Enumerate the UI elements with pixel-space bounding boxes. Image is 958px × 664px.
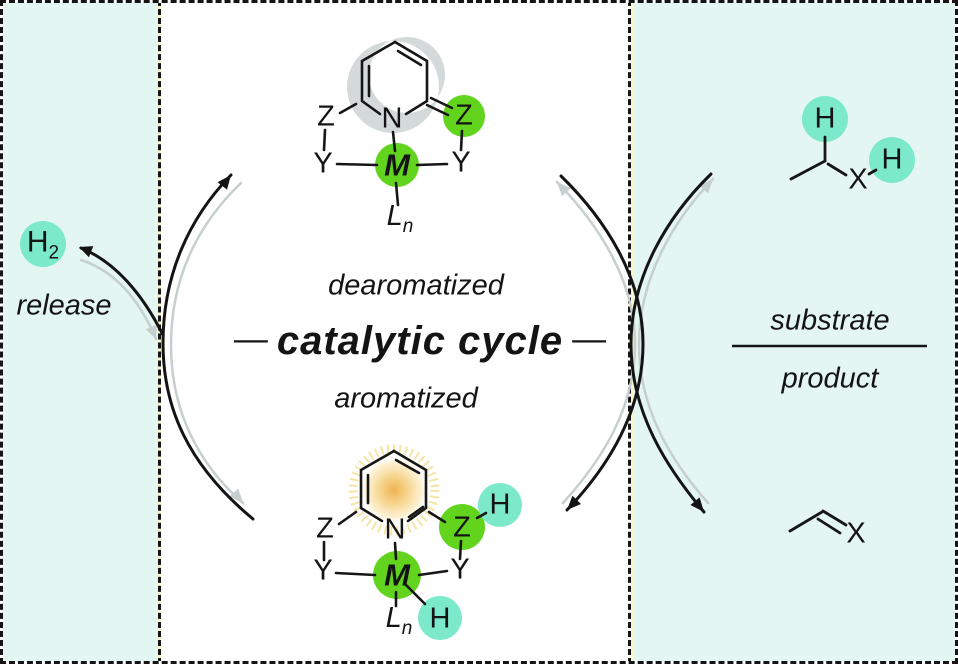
right-dashed-divider — [628, 3, 631, 661]
bottom-y-left-label: Y — [313, 554, 333, 587]
product-x-label: X — [846, 517, 866, 550]
catalytic-cycle-title: — catalytic cycle — — [234, 321, 606, 361]
bottom-z-right-label: Z — [453, 511, 471, 544]
cycle-right-dash: — — [572, 320, 607, 358]
top-z-right-label: Z — [455, 99, 473, 132]
h2-subscript: 2 — [48, 242, 60, 264]
top-ligand-subscript: n — [402, 215, 414, 237]
cycle-left-dash: — — [233, 320, 268, 358]
bottom-metal-label: M — [384, 557, 410, 593]
bottom-h-on-z-label: H — [489, 488, 511, 521]
h2-symbol: H — [26, 225, 49, 259]
top-z-left-label: Z — [317, 100, 335, 133]
release-label: release — [16, 289, 112, 322]
cycle-title-text: catalytic cycle — [276, 319, 564, 363]
bottom-ligand-label: Ln — [386, 604, 413, 638]
top-n-label: N — [381, 102, 403, 135]
aromatized-label: aromatized — [334, 382, 478, 415]
bottom-h-on-m-label: H — [429, 602, 451, 635]
product-label: product — [781, 362, 879, 395]
top-ligand-symbol: L — [386, 200, 403, 233]
substrate-h-top-label: H — [814, 102, 836, 135]
h2-label: H2 — [26, 225, 60, 264]
left-dashed-divider — [158, 3, 161, 661]
substrate-h-right-label: H — [881, 143, 903, 176]
substrate-x-label: X — [848, 163, 868, 196]
bottom-ligand-symbol: L — [385, 602, 402, 635]
dearomatized-label: dearomatized — [328, 269, 504, 302]
bottom-n-label: N — [384, 513, 406, 546]
top-y-right-label: Y — [451, 146, 471, 179]
top-metal-label: M — [384, 147, 410, 183]
substrate-label: substrate — [770, 304, 890, 337]
bottom-ligand-subscript: n — [401, 617, 413, 639]
top-ligand-label: Ln — [387, 202, 414, 236]
bottom-z-left-label: Z — [316, 512, 334, 545]
h2-release-panel-background — [3, 3, 161, 661]
top-y-left-label: Y — [313, 147, 333, 180]
bottom-y-right-label: Y — [450, 553, 470, 586]
